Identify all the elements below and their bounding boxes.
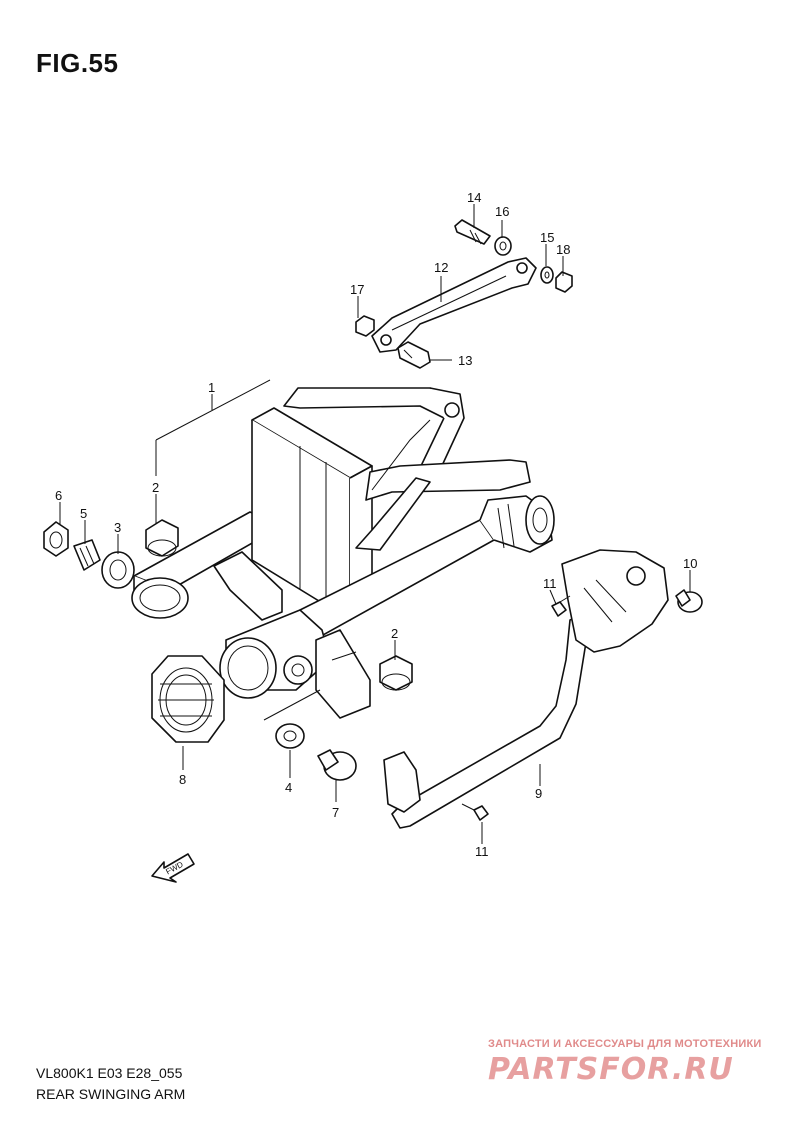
- callout-15: 15: [540, 230, 554, 245]
- part-1-swing-arm: [131, 387, 555, 719]
- part-6-lock-nut: [43, 521, 69, 557]
- part-12-torque-bar: [371, 257, 537, 353]
- callout-6: 6: [55, 488, 62, 503]
- figure-title: FIG.55: [36, 48, 119, 78]
- forward-direction-arrow-icon: FWD: [151, 853, 195, 883]
- part-18-nut: [555, 271, 573, 293]
- part-9-support-bracket: [383, 549, 669, 829]
- callout-9: 9: [535, 786, 542, 801]
- watermark-tagline: ЗАПЧАСТИ И АКСЕССУАРЫ ДЛЯ МОТОТЕХНИКИ: [488, 1038, 762, 1050]
- callout-11-upper: 11: [543, 576, 557, 591]
- part-5-pivot-adjuster: [73, 539, 101, 571]
- part-4-bearing: [275, 723, 305, 749]
- part-15-washer: [540, 266, 554, 284]
- part-13-bolt: [397, 341, 431, 369]
- part-11-bolt-lower: [461, 803, 489, 821]
- callout-18: 18: [556, 242, 570, 257]
- part-2-bushing-lower: [379, 655, 413, 691]
- callout-13: 13: [458, 353, 472, 368]
- part-14-bolt: [454, 219, 491, 245]
- part-3-bearing: [101, 551, 135, 589]
- part-10-bolt: [675, 589, 703, 613]
- model-code: VL800K1 E03 E28_055: [36, 1065, 183, 1081]
- callout-4: 4: [285, 780, 292, 795]
- callout-2-upper: 2: [152, 480, 159, 495]
- callout-17: 17: [350, 282, 364, 297]
- part-7-pivot-bolt: [317, 749, 357, 781]
- leader-lines: [59, 204, 691, 844]
- callout-10: 10: [683, 556, 697, 571]
- watermark-brand: PARTSFOR.RU: [488, 1052, 734, 1087]
- callout-12: 12: [434, 260, 448, 275]
- part-2-bushing-upper: [145, 519, 179, 557]
- part-16-washer: [494, 236, 512, 256]
- callout-16: 16: [495, 204, 509, 219]
- part-8-dust-boot: [151, 655, 225, 743]
- callout-5: 5: [80, 506, 87, 521]
- part-17-nut: [355, 315, 375, 337]
- callout-11-lower: 11: [475, 844, 489, 859]
- callout-3: 3: [114, 520, 121, 535]
- section-name: REAR SWINGING ARM: [36, 1086, 186, 1102]
- callout-14: 14: [467, 190, 481, 205]
- callout-7: 7: [332, 805, 339, 820]
- callout-2-lower: 2: [391, 626, 398, 641]
- callout-8: 8: [179, 772, 186, 787]
- callout-1: 1: [208, 380, 215, 395]
- part-11-bolt-upper: [551, 595, 571, 617]
